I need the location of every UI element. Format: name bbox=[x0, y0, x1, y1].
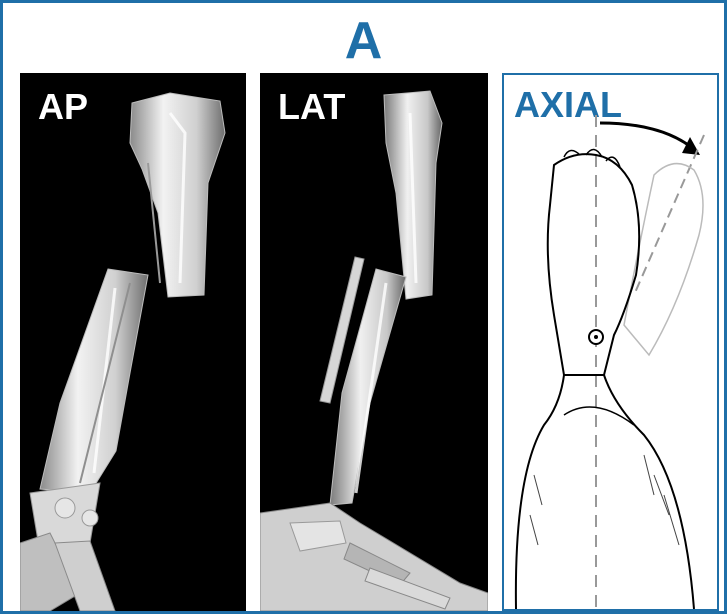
ap-panel: AP bbox=[20, 73, 246, 611]
axial-panel: AXIAL bbox=[502, 73, 719, 611]
lat-bone-illustration bbox=[260, 73, 488, 611]
ap-bone-illustration bbox=[20, 73, 246, 611]
lat-panel: LAT bbox=[260, 73, 488, 611]
axial-leg-sketch bbox=[504, 75, 717, 609]
figure-title: A bbox=[3, 13, 724, 69]
